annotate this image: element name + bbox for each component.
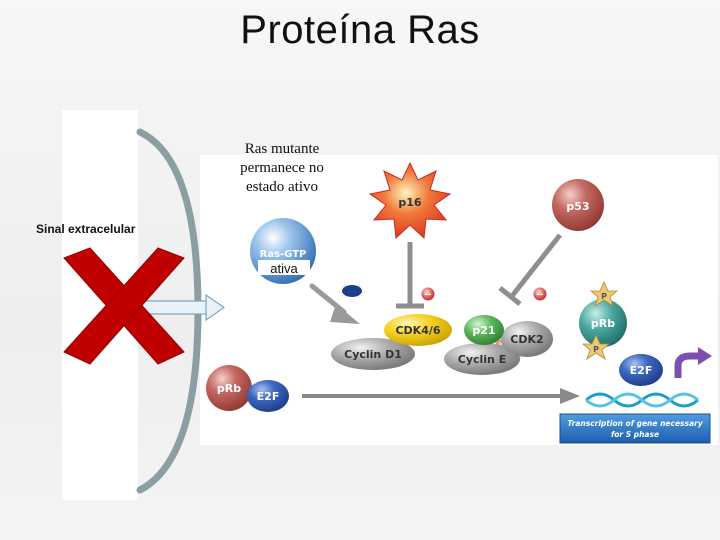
svg-text:−: − — [424, 290, 432, 301]
transcription-start-arrow-icon — [674, 347, 712, 378]
e2f-right-node: E2F — [619, 354, 663, 386]
transcription-box: Transcription of gene necessary for S ph… — [559, 413, 711, 444]
inhibition-marker-icon: − — [421, 287, 435, 301]
svg-text:−: − — [536, 290, 544, 301]
p16-node: p16 — [368, 161, 452, 240]
ras-gtp-label: Ras-GTP — [260, 249, 307, 260]
signal-arrow — [137, 293, 226, 322]
cyclin-e-node: Cyclin E — [444, 343, 520, 375]
ras-note-line-1: Ras mutante — [244, 141, 320, 157]
dna-helix-icon — [585, 392, 699, 408]
cdk46-node: CDK4/6 — [384, 314, 452, 346]
p21-node: p21 — [464, 315, 504, 345]
ras-state-label: ativa — [270, 261, 298, 276]
ras-to-cdk46-arrow — [309, 283, 360, 324]
p21-label: p21 — [472, 324, 495, 337]
prb-left-node: pRb — [206, 365, 252, 411]
e2f-right-label: E2F — [630, 364, 653, 377]
prb-right-label: pRb — [591, 317, 615, 330]
phosphate-icon: P — [581, 334, 611, 360]
p16-label: p16 — [398, 196, 422, 209]
transcription-box-line-2: for S phase — [611, 430, 659, 439]
prb-left-label: pRb — [217, 382, 241, 395]
ras-note-line-2: permanece no — [240, 160, 324, 176]
inhibition-marker-icon: − — [533, 287, 547, 301]
gtp-molecule-icon — [342, 285, 362, 297]
p53-node: p53 — [552, 179, 604, 231]
ras-note-line-3: estado ativo — [245, 179, 319, 195]
p53-inhibition-line — [498, 233, 562, 306]
signal-label: Sinal extracelular — [36, 222, 136, 236]
cdk2-label: CDK2 — [510, 333, 543, 346]
cyclin-d1-node: Cyclin D1 — [331, 338, 415, 370]
svg-text:P: P — [593, 345, 599, 354]
prb-right-node: pRb — [579, 299, 627, 347]
e2f-left-node: E2F — [247, 380, 289, 412]
ras-gtp-node: Ras-GTP ativa — [250, 218, 316, 284]
block-x-icon — [63, 247, 185, 365]
phosphate-icon: P — [589, 281, 619, 307]
slide-title: Proteína Ras — [240, 8, 480, 52]
e2f-release-arrow — [302, 388, 580, 404]
ras-mutant-note: Ras mutante permanece no estado ativo — [222, 140, 342, 197]
e2f-left-label: E2F — [257, 390, 280, 403]
transcription-box-line-1: Transcription of gene necessary — [567, 419, 703, 428]
p16-inhibition-line — [396, 242, 424, 309]
p53-label: p53 — [566, 200, 589, 213]
cyclin-d1-label: Cyclin D1 — [344, 348, 402, 361]
cdk46-label: CDK4/6 — [395, 324, 440, 337]
svg-text:P: P — [601, 292, 607, 301]
cyclin-e-label: Cyclin E — [458, 353, 506, 366]
cdk2-node: CDK2 — [501, 321, 553, 357]
